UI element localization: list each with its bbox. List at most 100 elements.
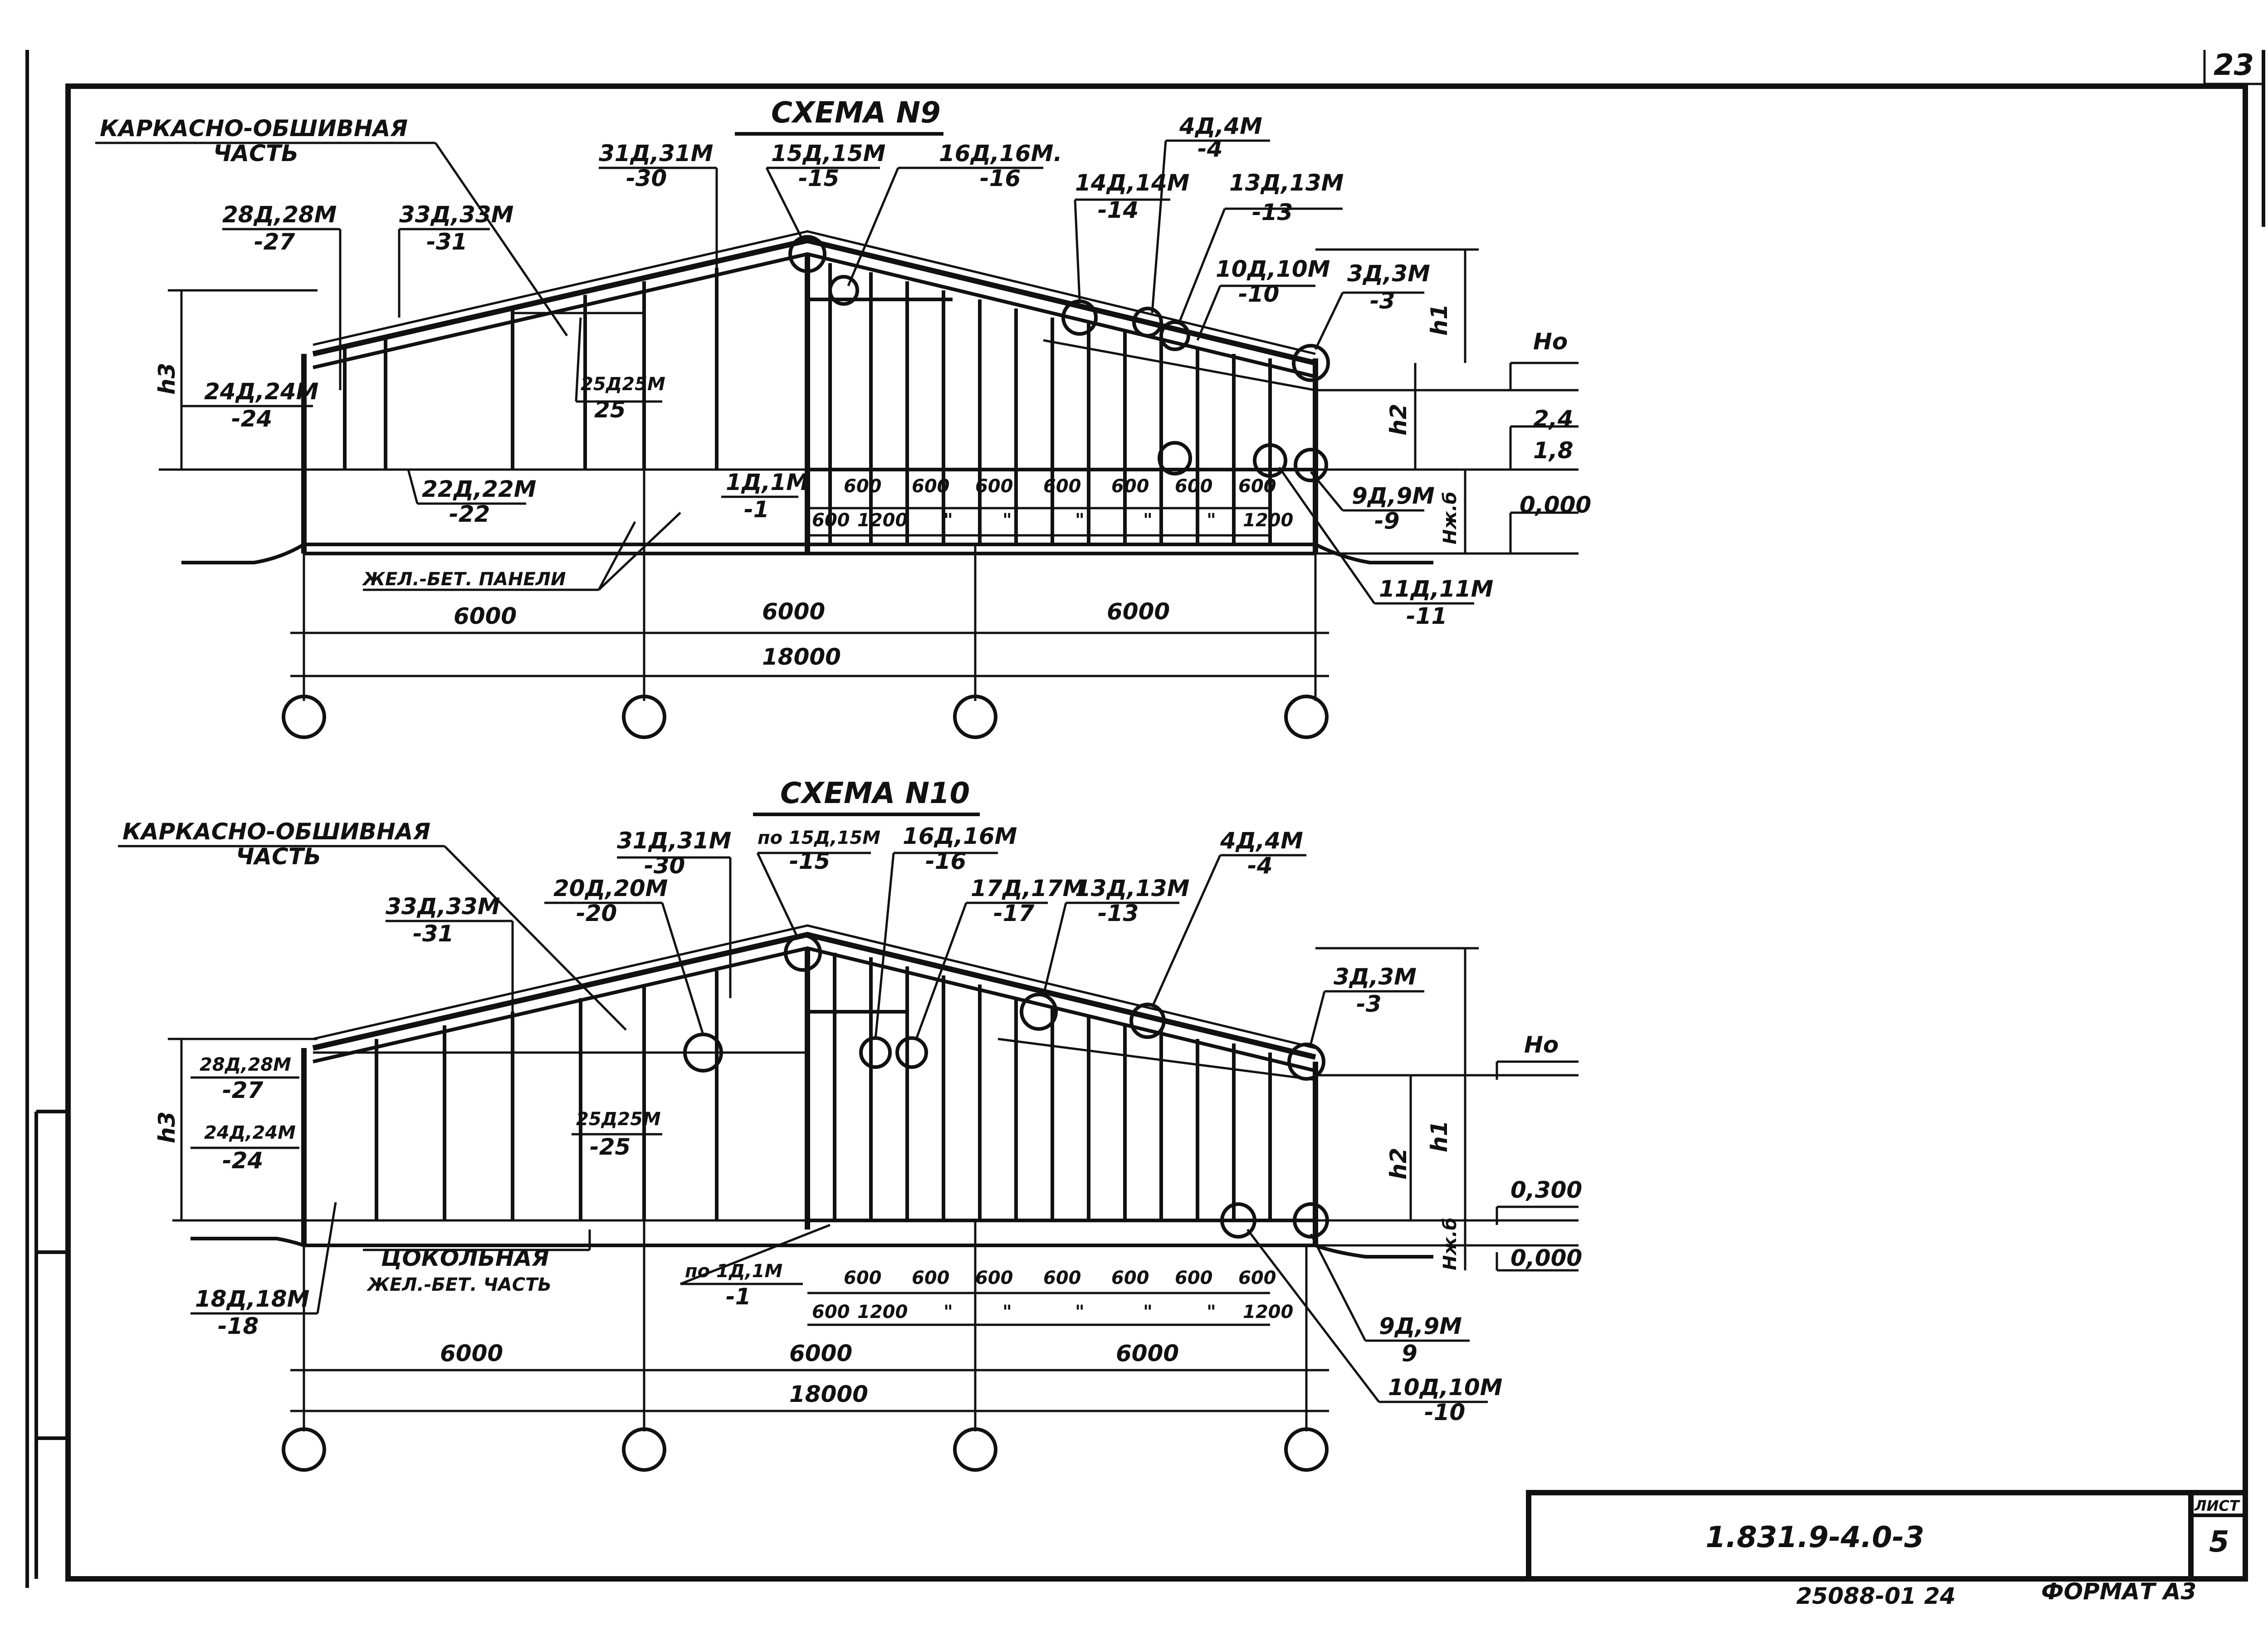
scheme-9: СХЕМА N9 КАРКАСНО-ОБШИВНАЯ ЧАСТЬ <box>95 96 1591 739</box>
s9-total: 18000 <box>762 644 841 670</box>
s9-space-bot-6: " <box>1143 510 1153 531</box>
scheme9-dimensions <box>282 470 1329 739</box>
sheet-label: ЛИСТ <box>2194 1497 2240 1514</box>
scheme10-building <box>172 924 1433 1259</box>
s9-space-bot-7: " <box>1207 510 1216 531</box>
s10-space-bot-5: " <box>1075 1302 1085 1323</box>
s10-height-hzb: Hж.б <box>1440 1218 1461 1270</box>
s10-label-24d: 24Д,24М <box>204 1122 296 1143</box>
s9-level-2-4: 2,4 <box>1533 406 1574 432</box>
s10-space-top-6: 600 <box>1175 1268 1213 1288</box>
scheme9-callouts <box>181 139 1474 605</box>
s10-space-bot-3: " <box>943 1302 953 1323</box>
s10-span-3: 6000 <box>1116 1340 1179 1367</box>
s10-space-top-4: 600 <box>1043 1268 1081 1288</box>
s10-label-17d: 17Д,17М <box>971 875 1085 901</box>
scheme9-spacing-marks <box>807 507 1270 537</box>
scheme10-frame-part-2: ЧАСТЬ <box>236 843 321 870</box>
s10-label-18d-n: -18 <box>218 1313 259 1339</box>
scheme9-frame-part-1: КАРКАСНО-ОБШИВНАЯ <box>100 115 408 142</box>
s10-label-31d: 31Д,31М <box>617 828 731 854</box>
s10-label-20d: 20Д,20М <box>553 875 668 901</box>
s9-height-h2: h2 <box>1385 404 1412 436</box>
s9-space-bot-8: 1200 <box>1243 510 1293 531</box>
s10-label-16d: 16Д,16М <box>903 823 1017 849</box>
scheme10-frame-part-1: КАРКАСНО-ОБШИВНАЯ <box>122 818 430 845</box>
scheme10-title: СХЕМА N10 <box>780 777 970 810</box>
s10-label-24d-n: -24 <box>222 1147 263 1174</box>
s10-label-33d: 33Д,33М <box>386 893 500 920</box>
s10-plinth-1: ЦОКОЛЬНАЯ <box>381 1245 549 1271</box>
s10-label-28d: 28Д,28М <box>200 1054 291 1075</box>
s9-space-top-7: 600 <box>1238 476 1276 497</box>
s9-space-top-4: 600 <box>1043 476 1081 497</box>
s9-level-0: 0,000 <box>1520 492 1591 518</box>
s10-label-20d-n: -20 <box>576 900 617 926</box>
scheme-10: СХЕМА N10 КАРКАСНО-ОБШИВНАЯ ЧАСТЬ <box>118 777 1582 1472</box>
s9-label-4d: 4Д,4М <box>1179 113 1262 139</box>
s10-space-top-2: 600 <box>912 1268 950 1288</box>
s10-space-bot-1: 600 <box>812 1302 850 1323</box>
s10-span-1: 6000 <box>440 1340 503 1367</box>
s9-space-bot-1: 600 <box>812 510 850 531</box>
s9-label-15d-n: -15 <box>798 165 839 191</box>
s9-label-1d-n: -1 <box>744 496 769 523</box>
s10-space-top-3: 600 <box>975 1268 1013 1288</box>
sheet-top-number: 23 <box>2214 49 2254 82</box>
s9-label-13d: 13Д,13М <box>1229 170 1344 196</box>
s9-label-9d-n: -9 <box>1374 508 1400 534</box>
s10-space-top-5: 600 <box>1111 1268 1149 1288</box>
s9-space-top-3: 600 <box>975 476 1013 497</box>
s10-label-1d: по 1Д,1М <box>685 1261 782 1282</box>
s9-space-bot-2: 1200 <box>857 510 908 531</box>
scheme10-callouts <box>191 852 1488 1403</box>
s10-label-28d-n: -27 <box>222 1077 264 1103</box>
s9-label-11d-n: -11 <box>1406 603 1447 629</box>
s9-space-bot-4: " <box>1002 510 1012 531</box>
s9-label-28d: 28Д,28М <box>222 201 337 228</box>
s10-label-25d-n: -25 <box>590 1134 631 1160</box>
s9-label-22d: 22Д,22М <box>422 476 536 502</box>
s10-label-31d-n: -30 <box>644 852 685 879</box>
s9-label-11d: 11Д,11М <box>1379 576 1493 602</box>
s10-label-10d-n: -10 <box>1424 1399 1465 1425</box>
s9-space-top-5: 600 <box>1111 476 1149 497</box>
s9-height-h3: h3 <box>154 363 180 395</box>
s9-level-1-8: 1,8 <box>1533 437 1574 464</box>
s10-space-top-7: 600 <box>1238 1268 1276 1288</box>
s9-label-14d-n: -14 <box>1098 197 1139 223</box>
scheme9-building <box>159 230 1433 564</box>
s10-label-3d: 3Д,3М <box>1334 964 1417 990</box>
s10-space-bot-8: 1200 <box>1243 1302 1293 1323</box>
s10-space-bot-2: 1200 <box>857 1302 908 1323</box>
s10-label-25d: 25Д25М <box>576 1109 661 1130</box>
s10-label-1d-n: -1 <box>726 1283 751 1310</box>
s10-label-4d-n: -4 <box>1247 852 1273 879</box>
bottom-stamp: 25088-01 24 <box>1796 1583 1955 1609</box>
scheme10-levels <box>168 947 1579 1272</box>
s9-space-bot-3: " <box>943 510 953 531</box>
s10-space-bot-6: " <box>1143 1302 1153 1323</box>
s9-label-31d: 31Д,31М <box>599 140 713 167</box>
s10-plinth-2: ЖЕЛ.-БЕТ. ЧАСТЬ <box>366 1274 552 1295</box>
s10-label-17d-n: -17 <box>993 900 1035 926</box>
s9-label-9d: 9Д,9М <box>1352 483 1435 509</box>
s9-label-33d: 33Д,33М <box>399 201 513 228</box>
s9-label-22d-n: -22 <box>449 501 490 527</box>
s9-label-33d-n: -31 <box>426 229 467 255</box>
s9-height-hzb: Hж.б <box>1440 492 1461 544</box>
s9-label-28d-n: -27 <box>254 229 295 255</box>
s10-label-33d-n: -31 <box>413 921 454 947</box>
s10-total: 18000 <box>789 1381 868 1407</box>
sheet-frame <box>25 50 2265 1588</box>
sheet-number: 5 <box>2209 1525 2229 1559</box>
scheme10-spacing-marks <box>807 1292 1270 1326</box>
scheme9-title: СХЕМА N9 <box>771 96 941 130</box>
s10-height-h2: h2 <box>1385 1148 1412 1180</box>
s9-label-16d: 16Д,16М. <box>939 140 1062 167</box>
s9-label-15d: 15Д,15М <box>771 140 885 167</box>
doc-code: 1.831.9-4.0-3 <box>1706 1521 1924 1554</box>
s9-label-1d: 1Д,1М <box>726 469 809 495</box>
s9-span-1: 6000 <box>454 603 517 629</box>
s9-label-3d: 3Д,3М <box>1347 260 1430 287</box>
